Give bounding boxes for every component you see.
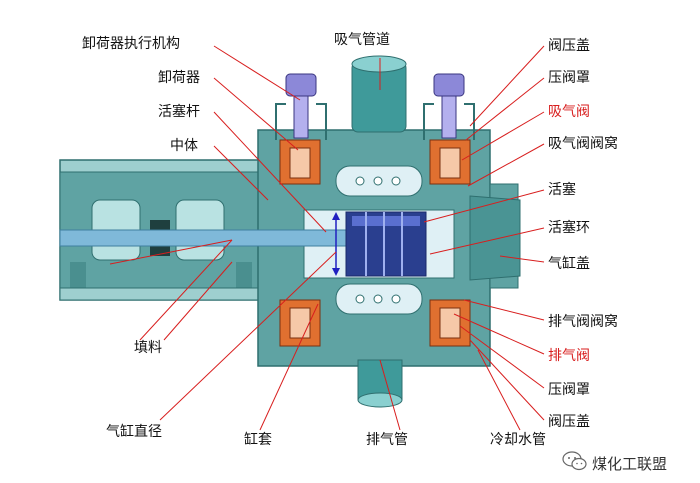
label-piston-ring: 活塞环	[548, 220, 590, 236]
label-unloader-actuator: 卸荷器执行机构	[82, 36, 180, 52]
label-discharge-valve-seat: 排气阀阀窝	[548, 314, 618, 330]
label-middle-body: 中体	[170, 138, 198, 154]
label-cylinder-diameter: 气缸直径	[106, 424, 162, 440]
unloader-actuator-right	[423, 73, 475, 140]
label-valve-cover-bottom: 阀压盖	[548, 414, 590, 430]
discharge-pipe	[357, 359, 403, 408]
label-valve-guard-bottom: 压阀罩	[548, 382, 590, 398]
label-piston: 活塞	[548, 182, 576, 198]
label-cylinder-liner: 缸套	[244, 432, 272, 448]
cylinder-diameter-arrow	[332, 212, 340, 276]
label-cylinder-head: 气缸盖	[548, 256, 590, 272]
label-suction-valve: 吸气阀	[548, 104, 590, 120]
leader-lines	[109, 45, 545, 431]
label-piston-rod: 活塞杆	[158, 104, 200, 120]
unloader-actuator-left	[275, 73, 327, 140]
watermark: 煤化工联盟	[562, 451, 667, 475]
label-valve-guard-top: 压阀罩	[548, 70, 590, 86]
discharge-valve-left	[279, 299, 321, 347]
suction-valve-left	[279, 139, 321, 185]
discharge-valve-right	[429, 299, 471, 347]
watermark-text: 煤化工联盟	[592, 454, 668, 473]
suction-pipe	[351, 55, 407, 133]
label-discharge-pipe: 排气管	[366, 432, 408, 448]
suction-valve-right	[429, 139, 471, 185]
wechat-icon	[562, 451, 588, 475]
label-suction-pipe: 吸气管道	[334, 32, 390, 48]
piston	[345, 211, 427, 277]
label-valve-cover-top: 阀压盖	[548, 38, 590, 54]
piston-rod	[59, 229, 351, 247]
label-cooling-water-jacket: 冷却水管	[490, 432, 546, 448]
label-discharge-valve: 排气阀	[548, 348, 590, 364]
label-packing: 填料	[134, 340, 162, 356]
label-unloader: 卸荷器	[158, 70, 200, 86]
label-suction-valve-seat: 吸气阀阀窝	[548, 136, 618, 152]
